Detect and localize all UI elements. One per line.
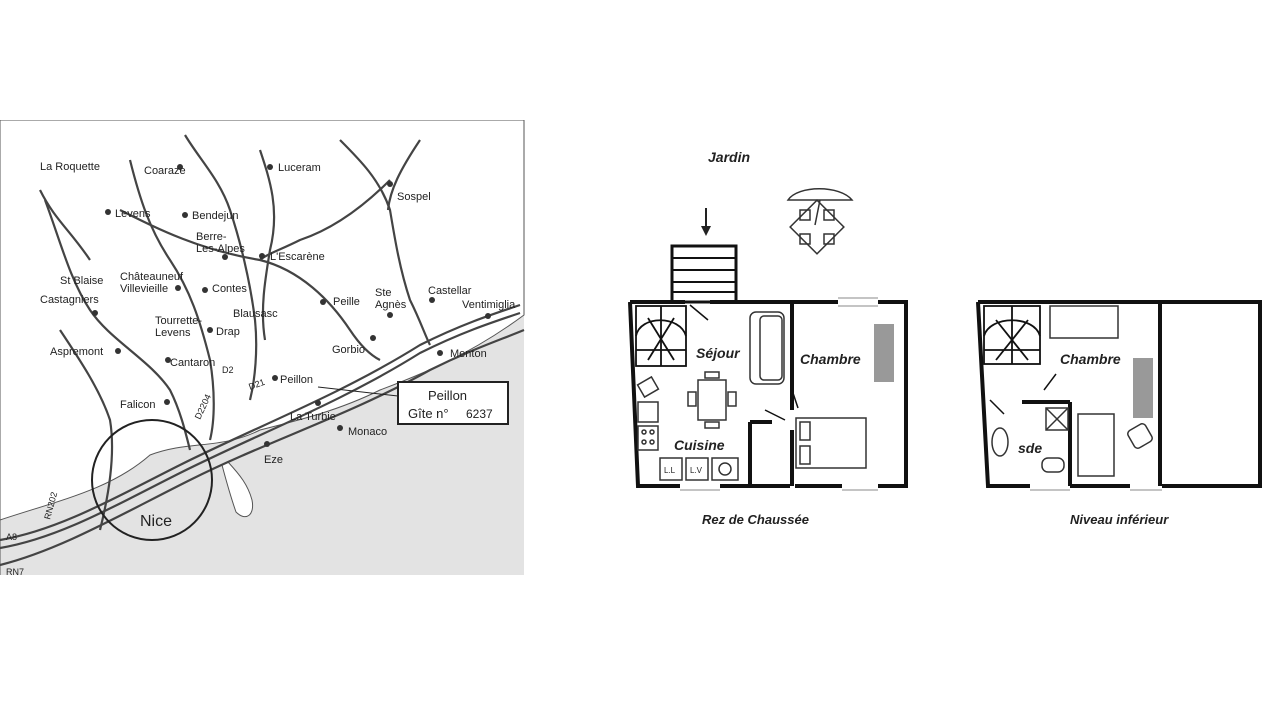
single-bed-icon [1077, 413, 1115, 477]
town-label: L'Escarène [270, 251, 325, 263]
wardrobe [1133, 358, 1153, 418]
room-label-cuisine: Cuisine [674, 437, 725, 453]
garden-table-icon [786, 188, 854, 255]
door-swing [689, 304, 709, 321]
kitchen-units [636, 375, 739, 481]
bed-icon [1049, 305, 1119, 339]
town-label: Sospel [397, 191, 431, 203]
region-map: La Roquette Coaraze Luceram Sospel Leven… [0, 120, 525, 577]
bed-icon [795, 417, 867, 469]
town-label: Castagniers [40, 294, 99, 306]
town-label: Les-Alpes [196, 243, 245, 255]
room-label-sde: sde [1018, 440, 1042, 456]
town-label: Ventimiglia [462, 299, 516, 311]
room-label-sejour: Séjour [696, 345, 741, 361]
garden-label: Jardin [708, 149, 750, 165]
ground-walls [628, 300, 908, 488]
door-swing [989, 373, 1057, 415]
callout-number: 6237 [466, 407, 493, 421]
town-label: Falicon [120, 399, 155, 411]
town-label: Peille [333, 296, 360, 308]
town-label-nice: Nice [140, 513, 172, 530]
town-label: Châteauneuf [120, 271, 184, 283]
town-label: Luceram [278, 162, 321, 174]
town-label: Agnès [375, 299, 407, 311]
bathroom-fixtures [991, 407, 1069, 473]
callout-box [397, 381, 509, 425]
town-label: Levens [115, 208, 151, 220]
callout-leader [317, 386, 399, 397]
town-label: Tourrette- [155, 315, 202, 327]
road-label: A8 [6, 532, 17, 542]
road-label: RN7 [6, 567, 24, 577]
entry-stairs [670, 244, 738, 304]
wardrobe [874, 324, 894, 382]
town-labels: La Roquette Coaraze Luceram Sospel Leven… [40, 161, 516, 530]
dining-table-icon [687, 371, 737, 429]
town-label: Contes [212, 283, 247, 295]
town-label: Levens [155, 327, 191, 339]
fireplace-icon [983, 305, 1041, 365]
town-label: La Roquette [40, 161, 100, 173]
town-label: Ste [375, 287, 392, 299]
town-label: Menton [450, 348, 487, 360]
nice-city-circle [91, 419, 213, 541]
town-label: Bendejun [192, 210, 239, 222]
town-label: Aspremont [50, 346, 103, 358]
town-label: La Turbie [290, 411, 336, 423]
plan-caption: Niveau inférieur [1070, 512, 1169, 527]
armchair-icon [1127, 423, 1153, 449]
cap-peninsula [221, 461, 254, 518]
callout-label: Gîte n° [408, 406, 449, 421]
plan-caption: Rez de Chaussée [702, 512, 809, 527]
town-label: St Blaise [60, 275, 103, 287]
town-label: Blausasc [233, 308, 278, 320]
town-label: Castellar [428, 285, 472, 297]
windows [680, 297, 878, 491]
town-label: Eze [264, 454, 283, 466]
room-label-chambre: Chambre [800, 351, 861, 367]
town-label: Gorbio [332, 344, 365, 356]
appliance-label: L.L [664, 466, 676, 475]
road-label: D2 [222, 365, 234, 375]
road-network [0, 134, 525, 567]
town-label: Monaco [348, 426, 387, 438]
town-markers [92, 164, 491, 447]
lower-level-plan: Chambre sde Niveau inférieur [976, 300, 1262, 527]
town-label: Villevieille [120, 283, 168, 295]
fireplace-icon [635, 305, 687, 367]
town-label: Coaraze [144, 165, 186, 177]
callout-title: Peillon [428, 388, 467, 403]
town-label: Peillon [280, 374, 313, 386]
town-label: Berre- [196, 231, 227, 243]
lower-walls [976, 300, 1262, 488]
room-label-chambre-lower: Chambre [1060, 351, 1121, 367]
sofa-icon [749, 311, 785, 385]
town-label: Drap [216, 326, 240, 338]
ground-floor-plan: Jardin Séjour [628, 149, 908, 527]
town-label: Cantaron [170, 357, 215, 369]
door-swing [764, 389, 799, 421]
appliance-label: L.V [690, 466, 703, 475]
